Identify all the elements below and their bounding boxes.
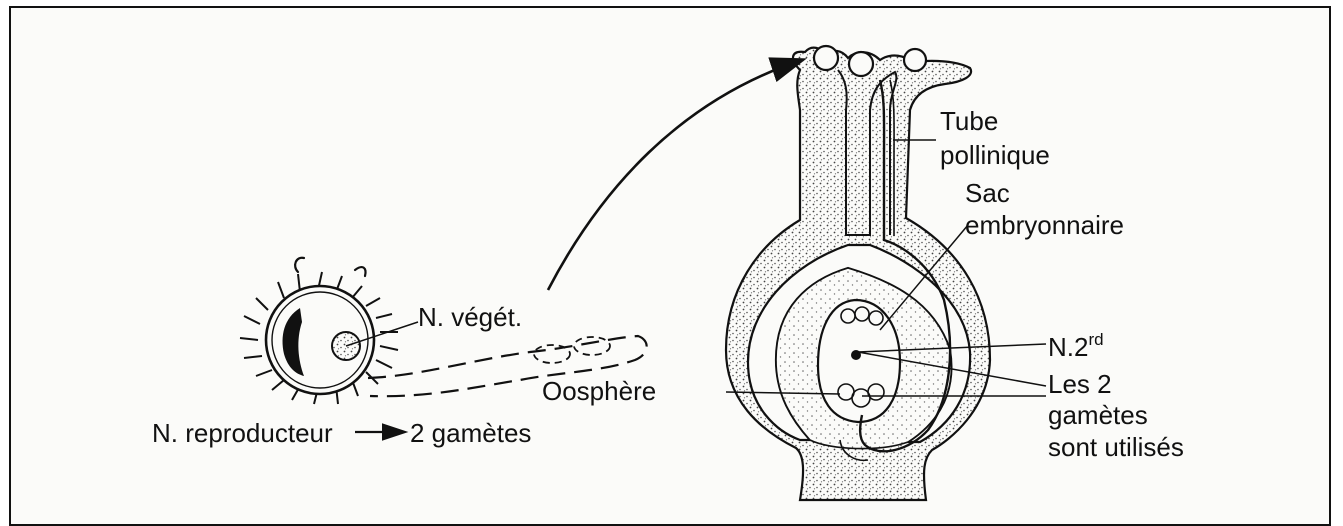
label-oosphere: Oosphère [542, 376, 656, 406]
label-n2: N.2rd [1048, 330, 1104, 362]
label-embryonnaire: embryonnaire [965, 210, 1124, 240]
labels: Tube pollinique Sac embryonnaire N. végé… [152, 106, 1184, 462]
stigma-papilla [904, 49, 926, 71]
stigma-papilla [814, 46, 838, 70]
label-sac: Sac [965, 178, 1010, 208]
label-2-gametes: 2 gamètes [410, 418, 531, 448]
label-sont-utilises: sont utilisés [1048, 432, 1184, 462]
embryo-sac [818, 300, 900, 422]
label-n-veget: N. végét. [418, 302, 522, 332]
label-pollinique: pollinique [940, 140, 1050, 170]
label-tube: Tube [940, 106, 998, 136]
label-les2: Les 2 [1048, 369, 1112, 399]
label-n-reproducteur: N. reproducteur [152, 418, 333, 448]
label-gametes: gamètes [1048, 400, 1148, 430]
stigma-papilla [849, 52, 873, 76]
pollen-grain [240, 258, 398, 404]
